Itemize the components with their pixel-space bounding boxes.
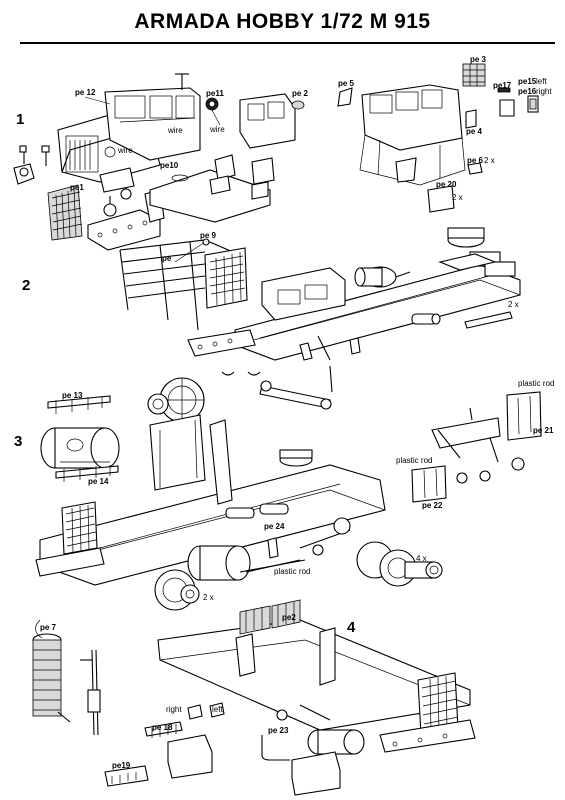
- label-pe12: pe 12: [75, 88, 96, 97]
- cab-floor-seats: [149, 154, 275, 223]
- pe14-strips: [55, 465, 119, 482]
- label-wire-3: wire: [209, 125, 225, 134]
- label-pe: pe: [162, 254, 172, 263]
- pe21-rod-plate: [506, 391, 542, 441]
- label-pe11: pe11: [206, 89, 224, 98]
- exhaust-pipe-step4: [80, 649, 101, 736]
- air-tank-step2: [411, 313, 441, 325]
- cab-door-left: [99, 167, 135, 193]
- pe22-rod-plate: [411, 465, 447, 503]
- label-wire-1: wire: [167, 126, 183, 135]
- label-pe14: pe 14: [88, 477, 109, 486]
- cab-rear-panel: [239, 93, 305, 149]
- label-pe18: pe 18: [152, 723, 173, 732]
- front-bumper-step2: [187, 329, 261, 376]
- label-plastic-rod-2: plastic rod: [396, 456, 432, 465]
- radiator-grille: [204, 247, 248, 309]
- step-boxes: [104, 721, 341, 796]
- cab-assembled: [359, 84, 466, 186]
- pe1-grille-mesh: [47, 184, 83, 241]
- label-pe16: pe16: [518, 87, 537, 96]
- label-2x-d: 2 x: [203, 593, 214, 602]
- wheel-front-2x: [154, 569, 200, 611]
- cab-body: [104, 87, 201, 161]
- label-pe21: pe 21: [533, 426, 554, 435]
- rear-axles-4x: [299, 517, 443, 587]
- fifth-wheel-plate: [438, 227, 497, 271]
- hanger-brackets-step2: [299, 337, 361, 361]
- pe17-part: [497, 87, 511, 93]
- pe6-part: [395, 157, 483, 183]
- label-4x: 4 x: [416, 554, 427, 563]
- small-parts-left: [13, 145, 50, 185]
- label-pe23: pe 23: [268, 726, 289, 735]
- label-right-part: right: [166, 705, 182, 714]
- pe5-panel: [337, 87, 353, 107]
- label-pe13: pe 13: [62, 391, 83, 400]
- wheel-rear-2x: [147, 377, 205, 423]
- pe2-mesh-panels: [239, 599, 301, 635]
- label-2x-c: 2 x: [508, 300, 519, 309]
- label-2x-b: 2 x: [452, 193, 463, 202]
- page-title: ARMADA HOBBY 1/72 M 915: [134, 10, 431, 33]
- label-pe15: pe15: [518, 77, 537, 86]
- pe7-exhaust-guard: [32, 619, 71, 723]
- label-pe24: pe 24: [264, 522, 285, 531]
- label-pe1: pe1: [70, 183, 84, 192]
- label-right-mirror: right: [536, 87, 552, 96]
- label-pe3: pe 3: [470, 55, 487, 64]
- fuel-tank-assembly: [40, 427, 120, 469]
- fuel-tank-step4: [307, 729, 365, 755]
- plastic-rod-step3: [239, 559, 306, 573]
- chassis-step3: [39, 414, 386, 586]
- title-underline: [20, 42, 555, 44]
- label-pe2: pe 2: [292, 89, 309, 98]
- mirror-parts: [103, 182, 132, 217]
- step-number-3: 3: [14, 433, 22, 450]
- engine-block: [261, 267, 346, 321]
- label-2x-a: 2 x: [484, 156, 495, 165]
- pe15-pe16-mirrors: [499, 95, 539, 117]
- label-plastic-rod-1: plastic rod: [518, 379, 554, 388]
- part-labels: pe 12 pe11 pe 2 wire wire wire pe1 pe10 …: [40, 55, 554, 770]
- label-pe4: pe 4: [466, 127, 483, 136]
- step-number-1: 1: [16, 111, 24, 128]
- side-brackets-step4: [187, 702, 331, 761]
- mudguard-bracket: [431, 407, 525, 484]
- label-pe10: pe10: [160, 161, 179, 170]
- label-pe19: pe19: [112, 761, 131, 770]
- pe11-disc: [205, 97, 221, 126]
- label-wire-2: wire: [117, 146, 133, 155]
- label-pe17: pe17: [493, 81, 512, 90]
- radiator-grille-step4: [379, 672, 476, 753]
- radiator-grille-step3: [35, 501, 105, 577]
- step-number-4: 4: [347, 619, 356, 636]
- pe13-strips: [47, 395, 111, 414]
- leaf-spring-step2: [259, 311, 513, 410]
- label-left-part: left: [212, 705, 223, 714]
- label-plastic-rod-3: plastic rod: [274, 567, 310, 576]
- label-pe9: pe 9: [200, 231, 217, 240]
- label-pe2-step4: pe2: [282, 613, 296, 622]
- label-pe5: pe 5: [338, 79, 355, 88]
- label-pe6: pe 6: [467, 156, 484, 165]
- step-number-2: 2: [22, 277, 30, 294]
- label-pe20: pe 20: [436, 180, 457, 189]
- label-pe7: pe 7: [40, 623, 57, 632]
- fuel-tank-step3: [187, 545, 301, 581]
- label-left-mirror: left: [536, 77, 547, 86]
- exhaust-silencer: [354, 266, 411, 288]
- horn-part: [175, 73, 189, 90]
- pe3-mesh: [462, 63, 486, 87]
- chassis-step4: [157, 619, 471, 731]
- air-tanks-step3: [225, 503, 289, 559]
- brush-guard-rail: [119, 238, 241, 331]
- pe20-part: [427, 185, 455, 213]
- label-pe22: pe 22: [422, 501, 443, 510]
- pe4-panel: [465, 109, 477, 129]
